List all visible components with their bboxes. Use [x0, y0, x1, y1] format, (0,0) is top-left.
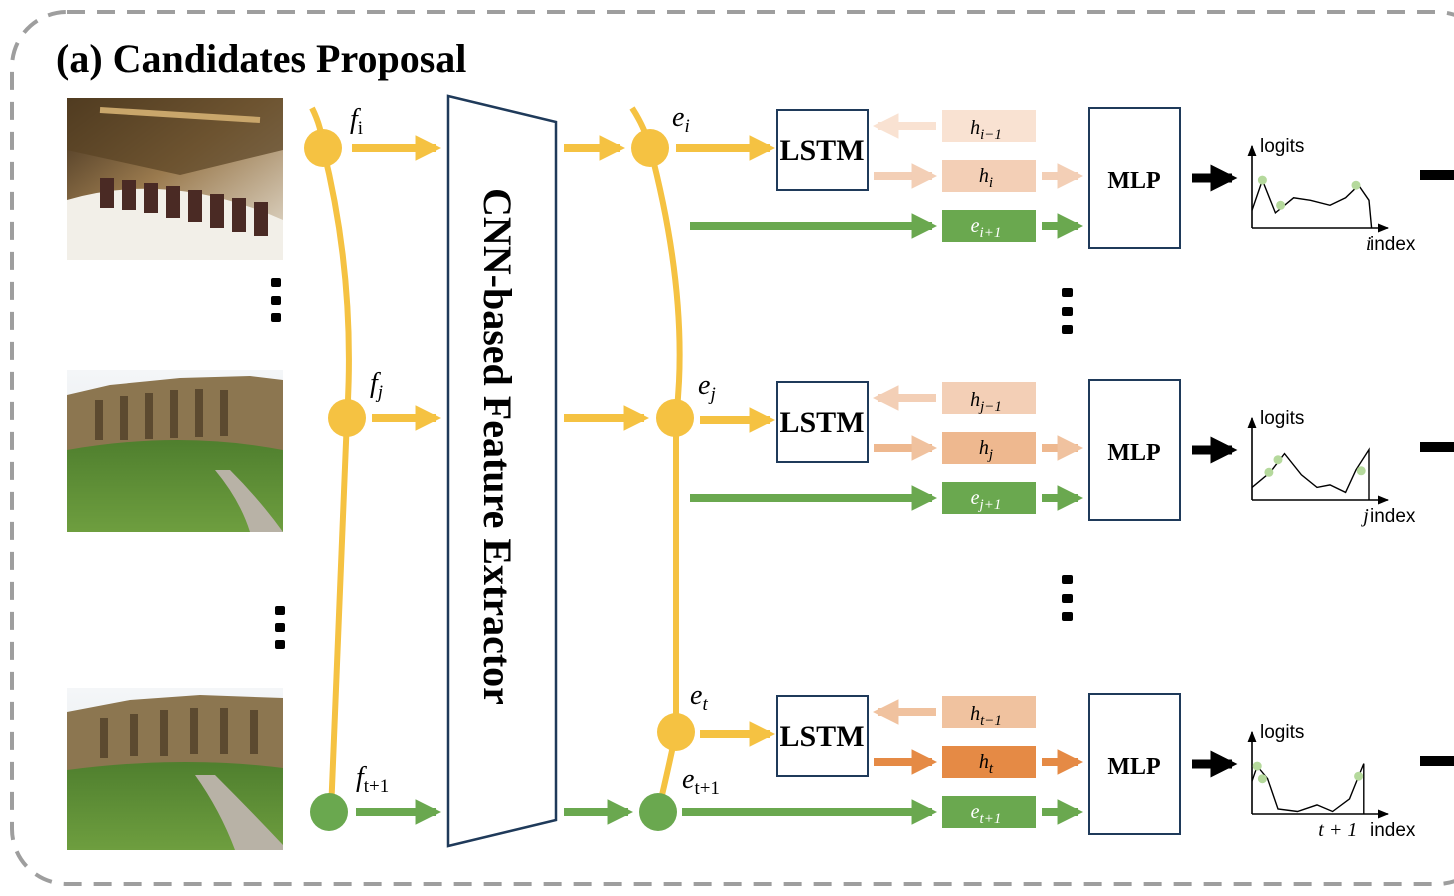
frame-image-2 [67, 370, 283, 532]
mlp-box [1088, 379, 1181, 521]
row-ellipsis-1 [1062, 288, 1073, 334]
hidden-cur-box [942, 432, 1036, 464]
feature-label-j: fj [370, 368, 383, 403]
arrow-stub-right [1420, 442, 1454, 452]
hidden-prev-box [942, 110, 1036, 142]
embedding-node-t [657, 713, 695, 751]
panel-title: (a) Candidates Proposal [56, 36, 466, 81]
frame-ellipsis-2 [275, 606, 285, 649]
logits-candidate-dot [1252, 761, 1262, 771]
embedding-label-j: ej [698, 370, 716, 405]
logits-plot: logits index t + 1 [1247, 722, 1416, 841]
logits-y-label: logits [1260, 408, 1304, 429]
cnn-extractor-block [446, 94, 558, 848]
frame-ellipsis-1 [271, 278, 281, 322]
row-3: LSTM ht−1 ht et+1 MLP logits index t + 1 [682, 693, 1454, 841]
hidden-prev-label: ht−1 [970, 703, 1002, 729]
logits-candidate-dot [1276, 200, 1286, 210]
logits-x-label: index [1370, 820, 1416, 841]
logits-y-label: logits [1260, 136, 1304, 157]
next-embedding-label: ei+1 [971, 215, 1002, 241]
arrow-stub-right [1420, 756, 1454, 766]
feature-node-i [304, 129, 342, 167]
hidden-prev-label: hi−1 [970, 117, 1002, 143]
next-embedding-label: et+1 [971, 801, 1002, 827]
lstm-box [776, 109, 869, 191]
feature-label-i: fi [350, 104, 363, 139]
logits-candidate-dot [1356, 466, 1366, 476]
embedding-label-t1: et+1 [682, 764, 720, 799]
logits-candidate-dot [1273, 455, 1283, 465]
next-embedding-box [942, 482, 1036, 514]
lstm-label: LSTM [779, 720, 864, 753]
hidden-prev-box [942, 382, 1036, 414]
embedding-label-t: et [690, 680, 708, 715]
logits-x-label: index [1370, 234, 1416, 255]
logits-curve [1251, 178, 1373, 229]
logits-candidate-dot [1351, 180, 1361, 190]
embedding-spine [629, 106, 683, 813]
hidden-prev-label: hj−1 [970, 389, 1002, 415]
logits-curve [1251, 763, 1365, 814]
feature-label-t1: ft+1 [356, 762, 389, 797]
logits-x-label: index [1370, 506, 1416, 527]
logits-candidate-dot [1257, 774, 1267, 784]
mlp-label: MLP [1107, 168, 1160, 194]
mlp-label: MLP [1107, 754, 1160, 780]
cnn-extractor-label: CNN-based Feature Extractor [475, 188, 520, 705]
lstm-box [776, 695, 869, 777]
logits-y-label: logits [1260, 722, 1304, 743]
logits-candidate-dot [1264, 467, 1274, 477]
next-embedding-box [942, 210, 1036, 242]
logits-x-marker: t + 1 [1318, 819, 1357, 841]
logits-candidate-dot [1257, 175, 1267, 185]
mlp-box [1088, 693, 1181, 835]
logits-x-marker: i [1366, 233, 1372, 255]
next-embedding-label: ej+1 [971, 487, 1002, 513]
hidden-cur-label: hi [979, 165, 993, 191]
feature-node-j [328, 399, 366, 437]
hidden-cur-label: hj [979, 437, 993, 463]
frame-image-3 [67, 688, 283, 850]
mlp-box [1088, 107, 1181, 249]
hidden-cur-label: ht [979, 751, 994, 777]
embedding-node-j [656, 399, 694, 437]
hidden-cur-box [942, 160, 1036, 192]
embedding-node-i [631, 129, 669, 167]
lstm-label: LSTM [779, 134, 864, 167]
embedding-node-t1 [639, 793, 677, 831]
embedding-label-i: ei [672, 102, 690, 137]
lstm-label: LSTM [779, 406, 864, 439]
dashed-border [10, 10, 1454, 886]
logits-x-marker: j [1360, 505, 1369, 527]
logits-candidate-dot [1354, 771, 1364, 781]
mlp-label: MLP [1107, 440, 1160, 466]
arrow-stub-right [1420, 170, 1454, 180]
hidden-cur-box [942, 746, 1036, 778]
feature-node-t1 [310, 793, 348, 831]
frame-image-1 [67, 98, 283, 260]
hidden-prev-box [942, 696, 1036, 728]
row-ellipsis-2 [1062, 575, 1073, 621]
feature-spine-left [309, 106, 352, 813]
lstm-box [776, 381, 869, 463]
next-embedding-box [942, 796, 1036, 828]
